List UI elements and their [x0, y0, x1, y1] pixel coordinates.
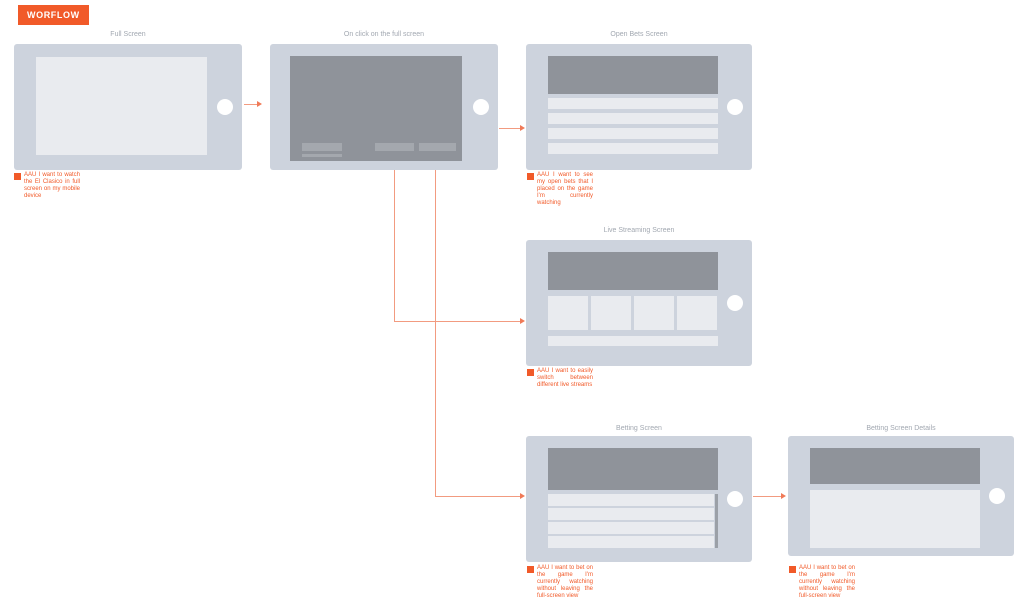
- home-button: [727, 99, 743, 115]
- annotation-marker-icon: [789, 566, 796, 573]
- wireframe-thumbnail: [548, 296, 588, 330]
- wireframe-row: [548, 494, 714, 506]
- screen-title-betting-details: Betting Screen Details: [866, 425, 936, 432]
- wireframe-control-bar: [302, 154, 342, 157]
- annotation-full-screen: AAU I want to watch the El Clasico in fu…: [14, 172, 80, 200]
- device-live-streaming: [526, 240, 752, 366]
- connector-arrow-icon: [257, 101, 262, 107]
- screen-title-live-streaming: Live Streaming Screen: [603, 227, 675, 234]
- wireframe-thumbnail: [634, 296, 674, 330]
- wireframe-header: [548, 448, 718, 490]
- home-button: [217, 99, 233, 115]
- screen-title-on-click: On click on the full screen: [343, 31, 425, 38]
- wireframe-row: [548, 508, 714, 520]
- annotation-marker-icon: [527, 173, 534, 180]
- device-open-bets: [526, 44, 752, 170]
- annotation-open-bets: AAU I want to see my open bets that I pl…: [527, 172, 593, 207]
- wireframe-row: [548, 336, 718, 346]
- wireframe-row: [548, 113, 718, 124]
- wireframe-scrollbar: [715, 494, 718, 548]
- screen-title-full-screen: Full Screen: [110, 31, 146, 38]
- annotation-live-streaming: AAU I want to easily switch between diff…: [527, 368, 593, 389]
- wireframe-row: [548, 143, 718, 154]
- device-betting-details: [788, 436, 1014, 556]
- wireframe-header: [548, 252, 718, 290]
- connector-arrow-icon: [781, 493, 786, 499]
- connector-line: [394, 170, 395, 322]
- wireframe-row: [548, 98, 718, 109]
- screen-title-betting: Betting Screen: [616, 425, 662, 432]
- device-betting: [526, 436, 752, 562]
- screen-title-open-bets: Open Bets Screen: [610, 31, 668, 38]
- annotation-text: AAU I want to watch the El Clasico in fu…: [24, 172, 80, 199]
- wireframe-header: [548, 56, 718, 94]
- wireframe-row: [548, 536, 714, 548]
- connector-line: [499, 128, 520, 129]
- annotation-betting-details: AAU I want to bet on the game I'm curren…: [789, 565, 855, 600]
- connector-line: [753, 496, 781, 497]
- annotation-text: AAU I want to bet on the game I'm curren…: [537, 565, 593, 599]
- annotation-marker-icon: [527, 369, 534, 376]
- home-button: [473, 99, 489, 115]
- annotation-marker-icon: [14, 173, 21, 180]
- home-button: [989, 488, 1005, 504]
- device-on-click: [270, 44, 498, 170]
- wireframe-thumbnail: [591, 296, 631, 330]
- home-button: [727, 295, 743, 311]
- wireframe-header: [810, 448, 980, 484]
- annotation-text: AAU I want to easily switch between diff…: [537, 368, 593, 388]
- wireframe-control-bar: [375, 143, 414, 151]
- connector-arrow-icon: [520, 493, 525, 499]
- wireframe-row: [548, 522, 714, 534]
- home-button: [727, 491, 743, 507]
- wireframe-video-area: [290, 56, 462, 161]
- wireframe-screen: [36, 57, 207, 155]
- connector-line: [435, 170, 436, 497]
- wireframe-control-bar: [419, 143, 456, 151]
- wireframe-control-bar: [302, 143, 342, 151]
- connector-line: [394, 321, 520, 322]
- device-full-screen: [14, 44, 242, 170]
- annotation-text: AAU I want to see my open bets that I pl…: [537, 172, 593, 206]
- annotation-betting: AAU I want to bet on the game I'm curren…: [527, 565, 593, 600]
- connector-line: [435, 496, 520, 497]
- connector-arrow-icon: [520, 125, 525, 131]
- annotation-text: AAU I want to bet on the game I'm curren…: [799, 565, 855, 599]
- connector-line: [244, 104, 257, 105]
- wireframe-thumbnail: [677, 296, 717, 330]
- wireframe-content-panel: [810, 490, 980, 548]
- connector-arrow-icon: [520, 318, 525, 324]
- workflow-badge: WORFLOW: [18, 5, 89, 25]
- annotation-marker-icon: [527, 566, 534, 573]
- wireframe-row: [548, 128, 718, 139]
